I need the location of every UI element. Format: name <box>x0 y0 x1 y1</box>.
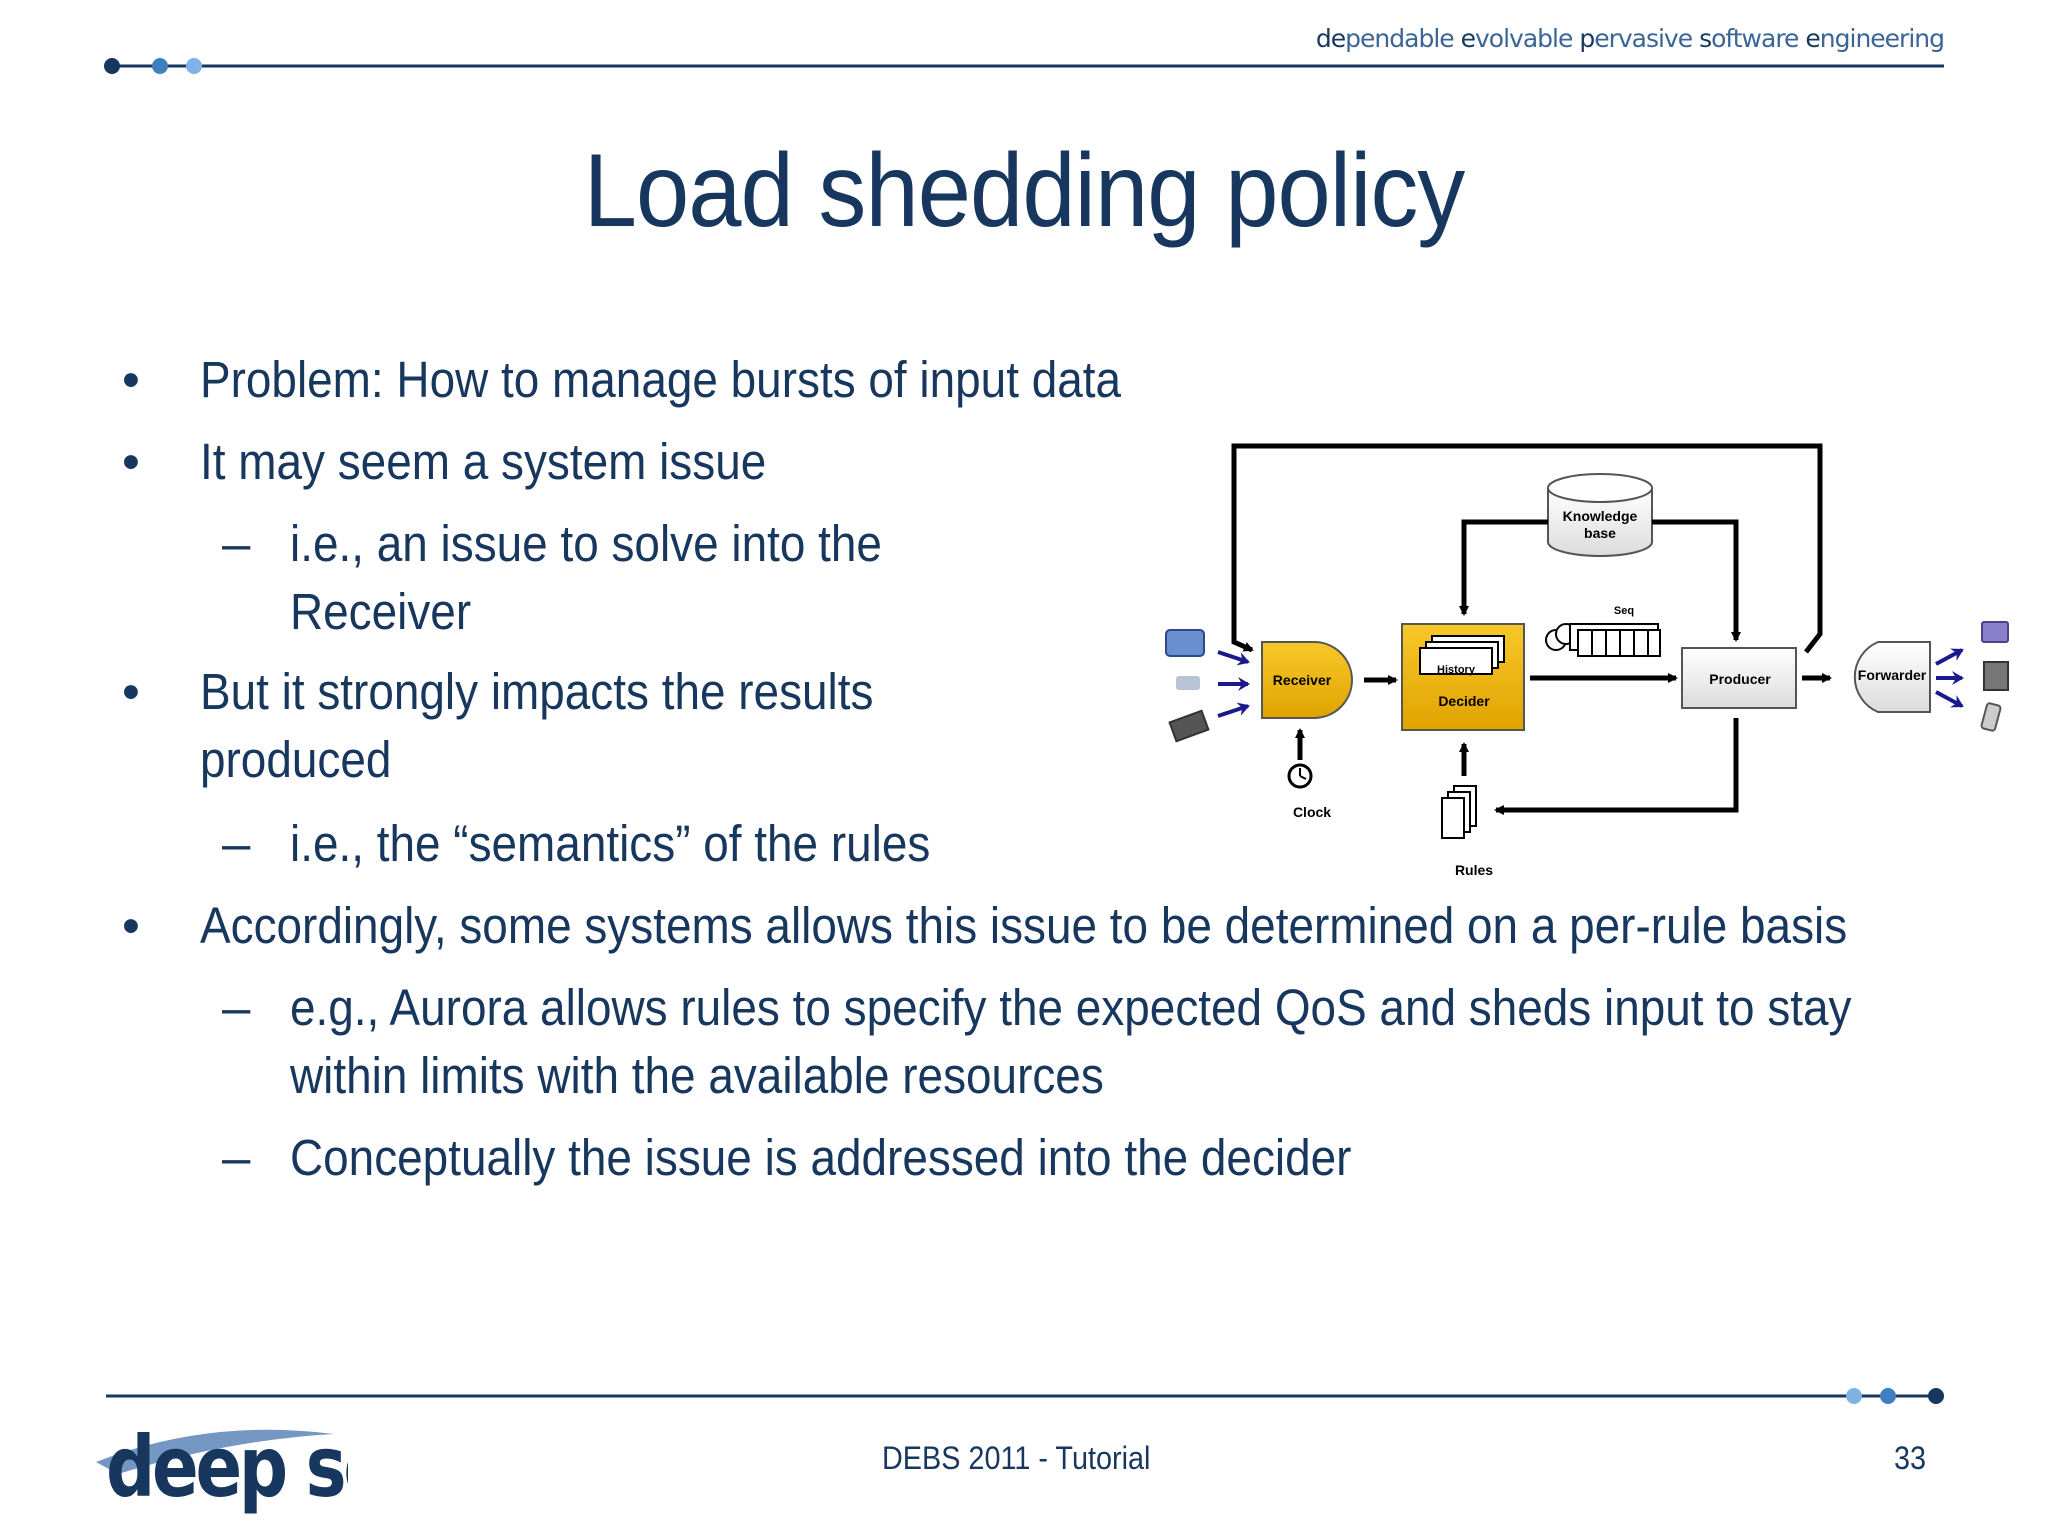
decider-node: History Decider <box>1401 623 1525 731</box>
decider-label: Decider <box>1438 693 1490 709</box>
tagline-word: dependable <box>1315 24 1455 53</box>
forwarder-node: Forwarder <box>1853 641 1931 713</box>
producer-to-rules-arrow <box>1494 718 1739 815</box>
logo-text: deep se <box>106 1419 348 1516</box>
receiver-node: Receiver <box>1261 641 1353 719</box>
satellite-icon <box>1176 676 1200 690</box>
bullet-text: It may seem a system issue <box>200 433 767 490</box>
output-devices-icons <box>1980 621 2009 732</box>
phone-icon <box>1980 702 2002 732</box>
bullet-text: produced <box>200 731 392 788</box>
history-label: History <box>1437 664 1476 676</box>
dot-dark <box>104 58 120 74</box>
tagline-word: software <box>1699 24 1799 53</box>
slide-title: Load shedding policy <box>583 133 1466 249</box>
clock-node: Clock <box>1287 763 1331 820</box>
dot-mid <box>152 58 168 74</box>
output-arrow <box>1935 648 1964 666</box>
knowledge-base-label: base <box>1584 525 1616 541</box>
rules-icon <box>1441 797 1465 839</box>
sub-bullet-text: Conceptually the issue is addressed into… <box>290 1129 1352 1186</box>
bullet-text: Problem: How to manage bursts of input d… <box>200 351 1122 408</box>
bullet-marker: • <box>122 433 140 490</box>
producer-label: Producer <box>1709 671 1771 687</box>
kb-to-producer-arrow <box>1652 519 1741 642</box>
sub-bullet-text: i.e., the “semantics” of the rules <box>290 815 931 872</box>
seq-node: Seq <box>1545 605 1661 657</box>
tagline-word: pervasive <box>1579 24 1693 53</box>
sub-bullet-marker: – <box>222 979 251 1036</box>
dot-dark <box>1928 1388 1944 1404</box>
dot-light <box>186 58 202 74</box>
laptop-icon <box>1983 661 2009 691</box>
footer-center-text: DEBS 2011 - Tutorial <box>882 1440 1151 1476</box>
seq-label: Seq <box>1614 605 1634 617</box>
knowledge-base-node: Knowledge base <box>1547 473 1653 557</box>
top-rule <box>104 58 1944 74</box>
clock-label: Clock <box>1293 804 1331 820</box>
forwarder-label: Forwarder <box>1858 667 1927 683</box>
feedback-loop-arrow <box>1231 443 1823 654</box>
sub-bullet-marker: – <box>222 515 251 572</box>
sensor-board-icon <box>1168 709 1210 743</box>
tagline-word: evolvable <box>1460 24 1574 53</box>
output-arrow <box>1935 690 1964 708</box>
rules-label: Rules <box>1455 862 1493 878</box>
bullet-text: But it strongly impacts the results <box>200 663 874 720</box>
monitor-icon <box>1165 629 1205 657</box>
sub-bullet-text: within limits with the available resourc… <box>290 1047 1104 1104</box>
sub-bullet-text: e.g., Aurora allows rules to specify the… <box>290 979 1852 1036</box>
knowledge-base-label: Knowledge <box>1563 508 1638 524</box>
bullet-marker: • <box>122 663 140 720</box>
producer-node: Producer <box>1681 647 1797 709</box>
bottom-rule <box>106 1388 1944 1404</box>
input-sources-icons <box>1165 629 1210 743</box>
sub-bullet-marker: – <box>222 815 251 872</box>
dot-mid <box>1880 1388 1896 1404</box>
desktop-icon <box>1981 621 2009 643</box>
rules-node: Rules <box>1441 785 1493 878</box>
bullet-marker: • <box>122 897 140 954</box>
bullet-text: Accordingly, some systems allows this is… <box>200 897 1848 954</box>
input-arrow <box>1217 702 1250 718</box>
kb-to-decider-arrow <box>1459 519 1548 616</box>
deep-se-logo: deep se <box>88 1400 391 1525</box>
input-arrow <box>1217 650 1250 666</box>
page-number: 33 <box>1894 1440 1927 1476</box>
receiver-label: Receiver <box>1273 672 1332 688</box>
tagline-word: engineering <box>1805 24 1945 53</box>
header-tagline: dependable evolvable pervasive software … <box>1315 24 1945 53</box>
architecture-diagram: Knowledge base Seq Receiver Clock <box>1165 443 2009 878</box>
sub-bullet-marker: – <box>222 1129 251 1186</box>
bullet-marker: • <box>122 351 140 408</box>
dot-light <box>1846 1388 1862 1404</box>
sub-bullet-text: i.e., an issue to solve into the <box>290 515 882 572</box>
sub-bullet-text: Receiver <box>290 583 472 640</box>
